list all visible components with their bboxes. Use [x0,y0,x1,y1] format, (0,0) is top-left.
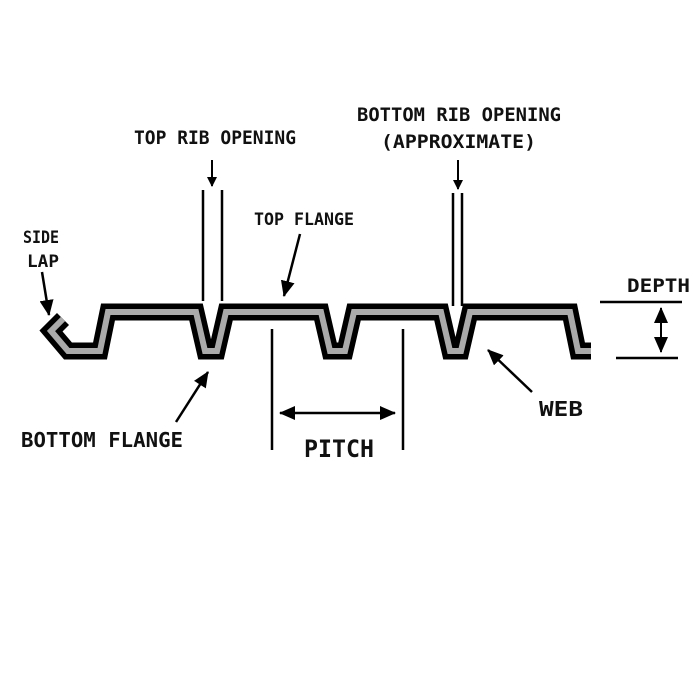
depth-label: DEPTH [627,275,690,297]
deck-profile [39,303,591,360]
bottom-flange-label: BOTTOM FLANGE [21,428,183,452]
web-arrow [487,349,533,393]
top-rib-opening-label: TOP RIB OPENING [134,127,296,149]
pitch-label: PITCH [304,435,374,463]
top-rib-opening-marker [201,160,224,301]
bottom-rib-opening-marker [451,160,464,306]
side-lap-label: SIDE [23,228,59,248]
bottom-rib-opening-label: BOTTOM RIB OPENING [357,104,561,126]
pitch-marker [270,329,405,450]
web-label: WEB [539,397,583,421]
side-lap-label-2: LAP [27,252,59,272]
top-flange-label: TOP FLANGE [254,210,354,230]
bottom-rib-opening-approx-label: (APPROXIMATE) [381,131,536,153]
side-lap-arrow [39,271,54,316]
bottom-flange-arrow [174,371,210,423]
top-flange-arrow [280,233,302,297]
